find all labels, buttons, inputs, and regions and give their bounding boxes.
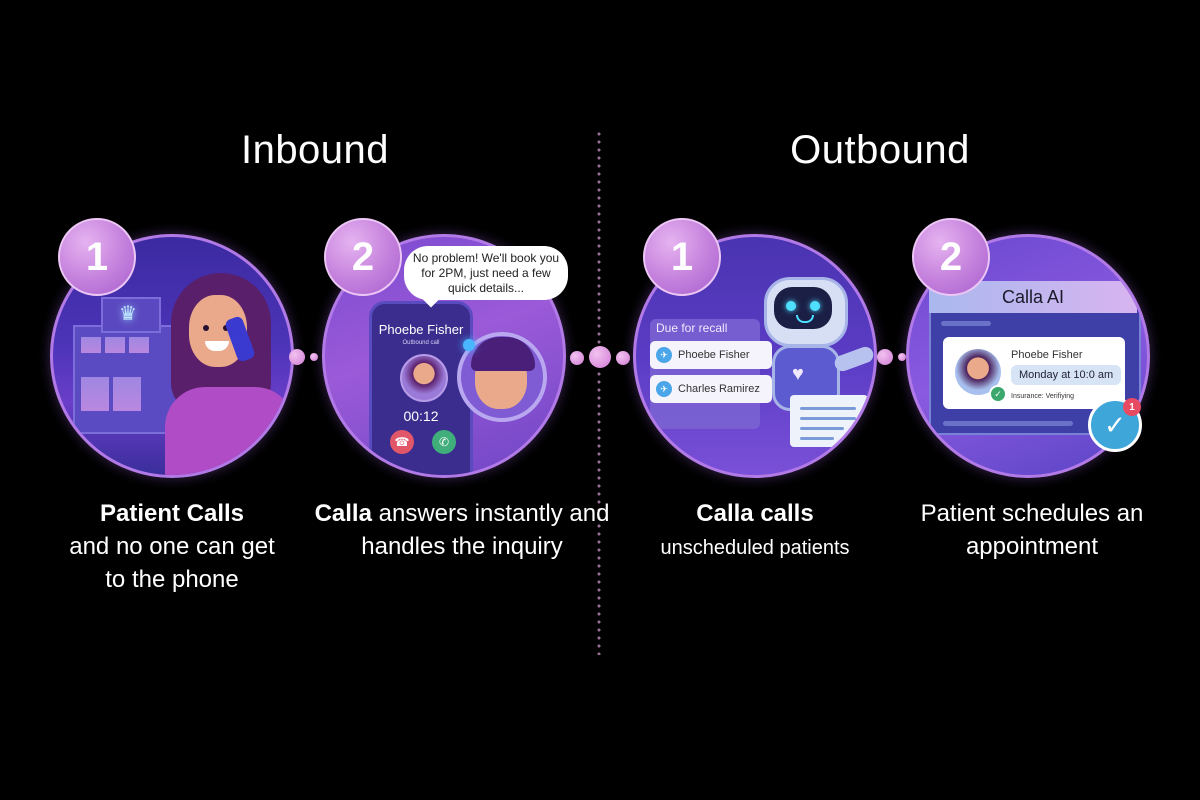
speech-bubble: No problem! We'll book you for 2PM, just…: [404, 246, 568, 300]
smile: [205, 341, 229, 351]
appointment-time: Monday at 10:0 am: [1011, 365, 1122, 385]
patient-name: Phoebe Fisher: [678, 349, 750, 361]
connector-dot: [589, 346, 611, 368]
notification-badge: 1: [1123, 398, 1141, 416]
patient-calls-illustration: ♛: [50, 234, 294, 478]
phone-accept-icon: ✆: [432, 430, 456, 454]
inbound-title: Inbound: [240, 128, 390, 172]
step-number-badge: 2: [912, 218, 990, 296]
verified-check-icon: ✓: [989, 385, 1007, 403]
phone-outgoing-icon: ✈: [656, 381, 672, 397]
caller-avatar: [400, 354, 448, 402]
dental-office-sign: [101, 297, 161, 333]
inbound-step-2-caption: Calla answers instantly and handles the …: [312, 497, 612, 563]
woman-body: [165, 387, 291, 475]
connector-dot: [310, 353, 318, 361]
recall-list-item: ✈ Charles Ramirez: [650, 375, 772, 403]
patient-name: Charles Ramirez: [678, 383, 760, 395]
robot-arm: [832, 344, 874, 374]
robot-eye: [810, 301, 820, 311]
caption-bold: Calla: [314, 500, 372, 527]
section-divider: [597, 130, 601, 655]
patient-name: Phoebe Fisher: [1011, 349, 1083, 361]
inbound-step-1: ♛: [50, 234, 294, 478]
helmet-light-icon: [463, 339, 475, 351]
insurance-status: Insurance: Verifiying: [1011, 393, 1075, 400]
phone-screen: Phoebe Fisher Outbound call 00:12 ☎ ✆: [369, 301, 473, 475]
robot-eye: [786, 301, 796, 311]
connector-dot: [289, 349, 305, 365]
call-status: Outbound call: [402, 340, 440, 346]
step-number-badge: 1: [58, 218, 136, 296]
connector-dot: [877, 349, 893, 365]
tooth-icon: ♛: [119, 303, 137, 325]
phone-outgoing-icon: ✈: [656, 347, 672, 363]
caption-text: Patient schedules an appointment: [920, 500, 1144, 560]
agent-hair: [471, 337, 535, 371]
recall-panel: [650, 319, 760, 429]
outbound-step-2-caption: Patient schedules an appointment: [882, 497, 1182, 563]
recall-list-item: ✈ Phoebe Fisher: [650, 341, 772, 369]
call-timer: 00:12: [403, 408, 439, 424]
outbound-step-1-caption: Calla calls unscheduled patients: [605, 497, 905, 565]
inbound-step-1-caption: Patient Calls and no one can get to the …: [22, 497, 322, 596]
caller-name: Phoebe Fisher: [378, 322, 464, 337]
caption-bold: Calla calls: [696, 500, 814, 527]
step-number-badge: 1: [643, 218, 721, 296]
caption-text: unscheduled patients: [660, 537, 850, 559]
outbound-title: Outbound: [790, 128, 970, 172]
caption-bold: Patient Calls: [99, 500, 245, 527]
step-number-badge: 2: [324, 218, 402, 296]
recall-title: Due for recall: [656, 321, 728, 335]
caption-text: answers instantly and handles the inquir…: [361, 500, 610, 560]
connector-dot: [570, 351, 584, 365]
heart-icon: ♥: [792, 363, 804, 385]
phone-decline-icon: ☎: [390, 430, 414, 454]
connector-dot: [898, 353, 906, 361]
caption-text: and no one can get to the phone: [69, 533, 275, 593]
connector-dot: [616, 351, 630, 365]
